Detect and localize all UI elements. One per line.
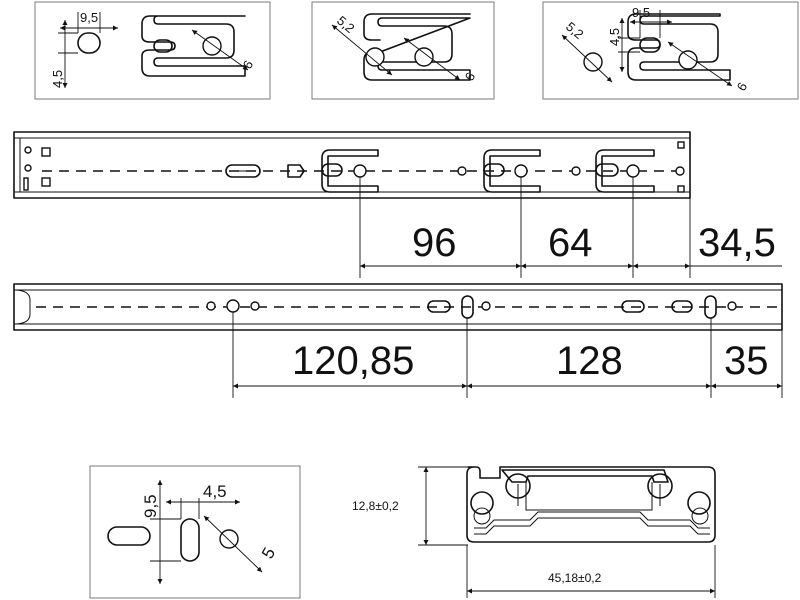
upper-rail-dimensions: 96 64 34,5	[359, 177, 782, 278]
detail-panel-top-right: 5,2 4,5 9,5 6	[542, 1, 799, 100]
detail-panel-top-middle: 5,2 6	[311, 1, 495, 100]
slot	[153, 39, 173, 53]
label-width: 4,5	[203, 482, 227, 501]
lower-rail-dimensions: 120,85 128 35	[232, 312, 783, 398]
label-height: 9,5	[141, 494, 160, 518]
dim-35: 35	[724, 339, 769, 383]
dim-128: 128	[556, 339, 623, 383]
dim-120-85: 120,85	[292, 339, 414, 383]
slot	[639, 37, 661, 53]
dim-34-5: 34,5	[698, 221, 776, 265]
hole-left	[365, 47, 385, 67]
label-section-height: 12,8±0,2	[352, 499, 399, 513]
upper-rail	[13, 131, 691, 199]
bracket-outline	[141, 15, 246, 77]
dim-64: 64	[548, 221, 593, 265]
label-section-width: 45,18±0,2	[548, 571, 602, 585]
label-height: 4,5	[607, 28, 622, 46]
hole-left	[583, 52, 603, 72]
lower-rail	[13, 283, 783, 331]
label-width: 9,5	[632, 5, 650, 20]
label-height: 4,5	[50, 70, 65, 88]
hole-right	[414, 47, 434, 67]
slot-vertical	[77, 32, 101, 54]
cross-section: 12,8±0,2 45,18±0,2	[352, 466, 716, 598]
detail-panel-top-left: 9,5 4,5 6	[34, 1, 271, 100]
dim-96: 96	[412, 221, 457, 265]
label-width: 9,5	[80, 10, 98, 25]
detail-panel-bottom-left: 9,5 4,5 5	[89, 465, 301, 599]
